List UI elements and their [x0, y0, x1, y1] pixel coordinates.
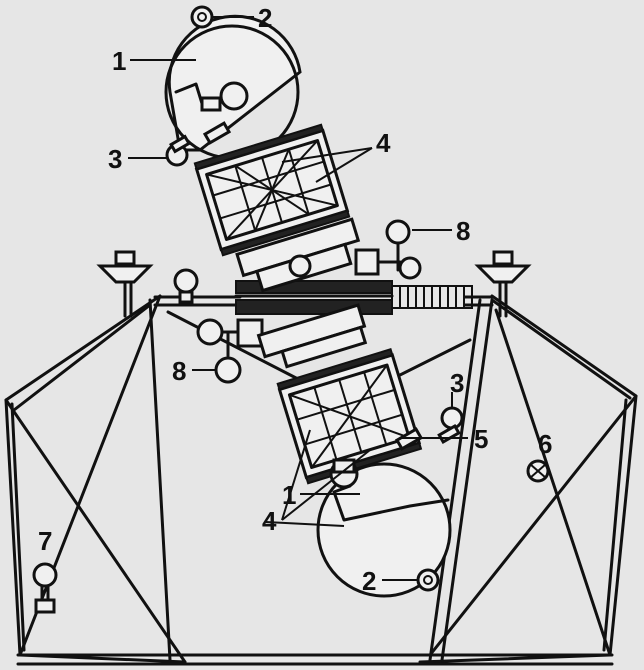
support-truss — [4, 294, 638, 666]
element-7 — [32, 562, 58, 614]
callout-3-bottom: 3 — [450, 368, 464, 398]
lower-vehicle — [196, 303, 550, 598]
right-antenna — [474, 250, 532, 318]
callout-6-bottom: 6 — [538, 429, 552, 459]
callout-2-bottom: 2 — [362, 566, 376, 596]
callout-labels: 1 2 3 4 8 8 4 3 5 6 1 2 7 — [38, 3, 552, 596]
central-beam — [173, 268, 473, 315]
upper-vehicle — [164, 5, 422, 293]
callout-1-top: 1 — [112, 46, 126, 76]
callout-5-bottom: 5 — [474, 424, 488, 454]
callout-4-top: 4 — [376, 128, 391, 158]
callout-7-left: 7 — [38, 526, 52, 556]
callout-8-mid: 8 — [172, 356, 186, 386]
callout-2-top: 2 — [258, 3, 272, 33]
leader-lines — [128, 16, 468, 581]
callout-1-bottom: 1 — [282, 480, 296, 510]
callout-4-bottom: 4 — [262, 506, 277, 536]
callout-3-top: 3 — [108, 144, 122, 174]
callout-8-top: 8 — [456, 216, 470, 246]
left-antenna — [96, 250, 154, 318]
